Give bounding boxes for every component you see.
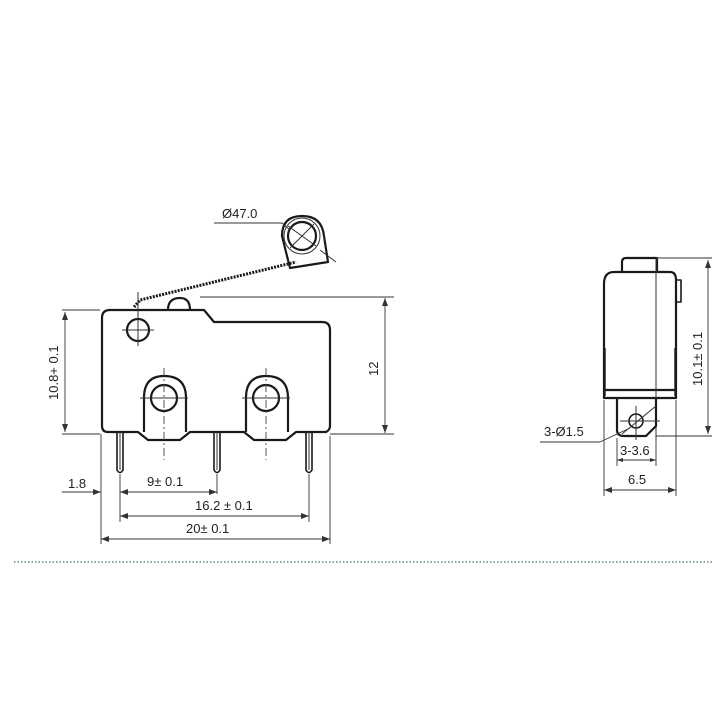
front-view: Ø47.0 [46, 206, 394, 544]
actuator-bump [166, 296, 192, 311]
roller [280, 214, 337, 270]
switch-body [100, 308, 332, 442]
roller-diameter-label: Ø47.0 [222, 206, 257, 221]
width-label: 6.5 [628, 472, 646, 487]
side-pin [615, 398, 658, 438]
hole-label: 3-Ø1.5 [544, 424, 584, 439]
pins [116, 432, 313, 474]
overall-height-label: 12 [366, 362, 381, 376]
height-label: 10.1± 0.1 [690, 332, 705, 386]
pin-width-label: 3-3.6 [620, 443, 650, 458]
pin-spacing-label: 9± 0.1 [147, 474, 183, 489]
body-length-label: 20± 0.1 [186, 521, 229, 536]
side-body [602, 270, 678, 400]
lever-arm [132, 260, 297, 308]
side-view: 3-Ø1.5 3-3.6 6.5 10.1± 0.1 [540, 256, 712, 496]
pin-offset-label: 1.8 [68, 476, 86, 491]
outer-pin-spacing-label: 16.2 ± 0.1 [195, 498, 253, 513]
body-height-label: 10.8+ 0.1 [46, 345, 61, 400]
